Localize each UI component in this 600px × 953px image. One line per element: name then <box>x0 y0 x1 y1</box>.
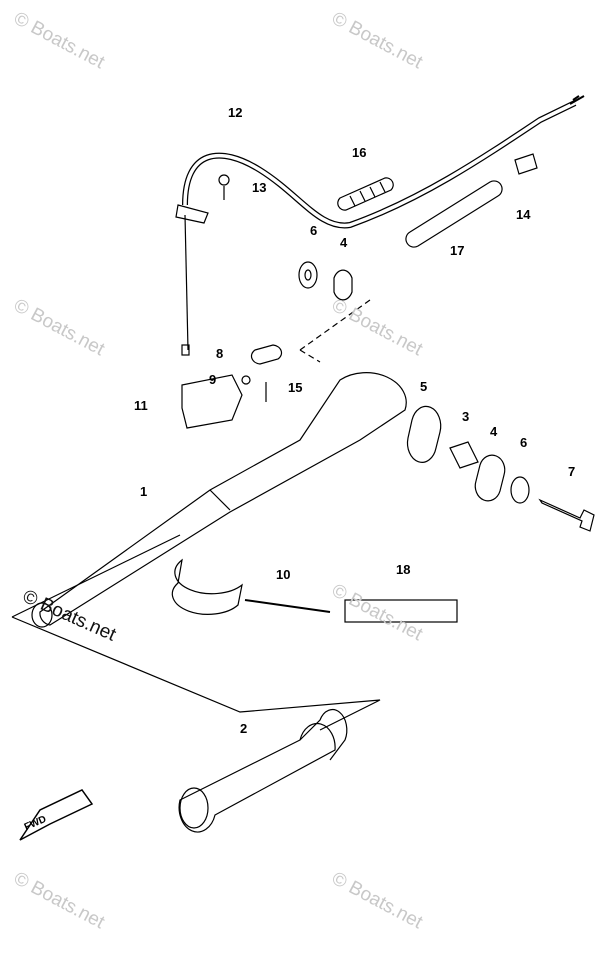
bushing-4-right <box>474 454 506 502</box>
fwd-arrow <box>19 789 94 841</box>
holder-10 <box>171 558 243 615</box>
callout-3: 3 <box>462 409 470 424</box>
tube-17 <box>405 180 503 248</box>
label-decal-18 <box>344 599 458 623</box>
friction-knob-8 <box>250 344 283 365</box>
callout-5: 5 <box>420 379 428 394</box>
callout-6b: 6 <box>520 435 528 450</box>
callout-15: 15 <box>288 380 303 395</box>
collar-3 <box>449 441 479 469</box>
cable-grip-16 <box>337 177 394 211</box>
callout-4b: 4 <box>490 424 498 439</box>
callout-7: 7 <box>568 464 576 479</box>
bushing-4-top <box>333 269 353 301</box>
tiller-handle-1 <box>39 372 407 626</box>
bushing-5 <box>406 405 442 463</box>
callout-18: 18 <box>396 562 411 577</box>
callout-12: 12 <box>228 105 243 120</box>
clip-14 <box>514 153 538 175</box>
callout-13: 13 <box>252 180 267 195</box>
callout-14: 14 <box>516 207 531 222</box>
callout-2: 2 <box>240 721 248 736</box>
callout-8: 8 <box>216 346 224 361</box>
washer-6-right <box>510 476 530 504</box>
bolt-7 <box>538 498 595 532</box>
callout-17: 17 <box>450 243 465 258</box>
callout-4a: 4 <box>340 235 348 250</box>
callout-1: 1 <box>140 484 148 499</box>
screw-13 <box>218 174 230 186</box>
holder-11 <box>181 374 243 429</box>
callout-11: 11 <box>134 398 148 413</box>
throttle-grip-2 <box>178 722 336 833</box>
callout-6a: 6 <box>310 223 318 238</box>
callout-16: 16 <box>352 145 367 160</box>
callout-10: 10 <box>276 567 291 582</box>
callout-9: 9 <box>209 372 217 387</box>
washer-6-top <box>298 261 318 289</box>
